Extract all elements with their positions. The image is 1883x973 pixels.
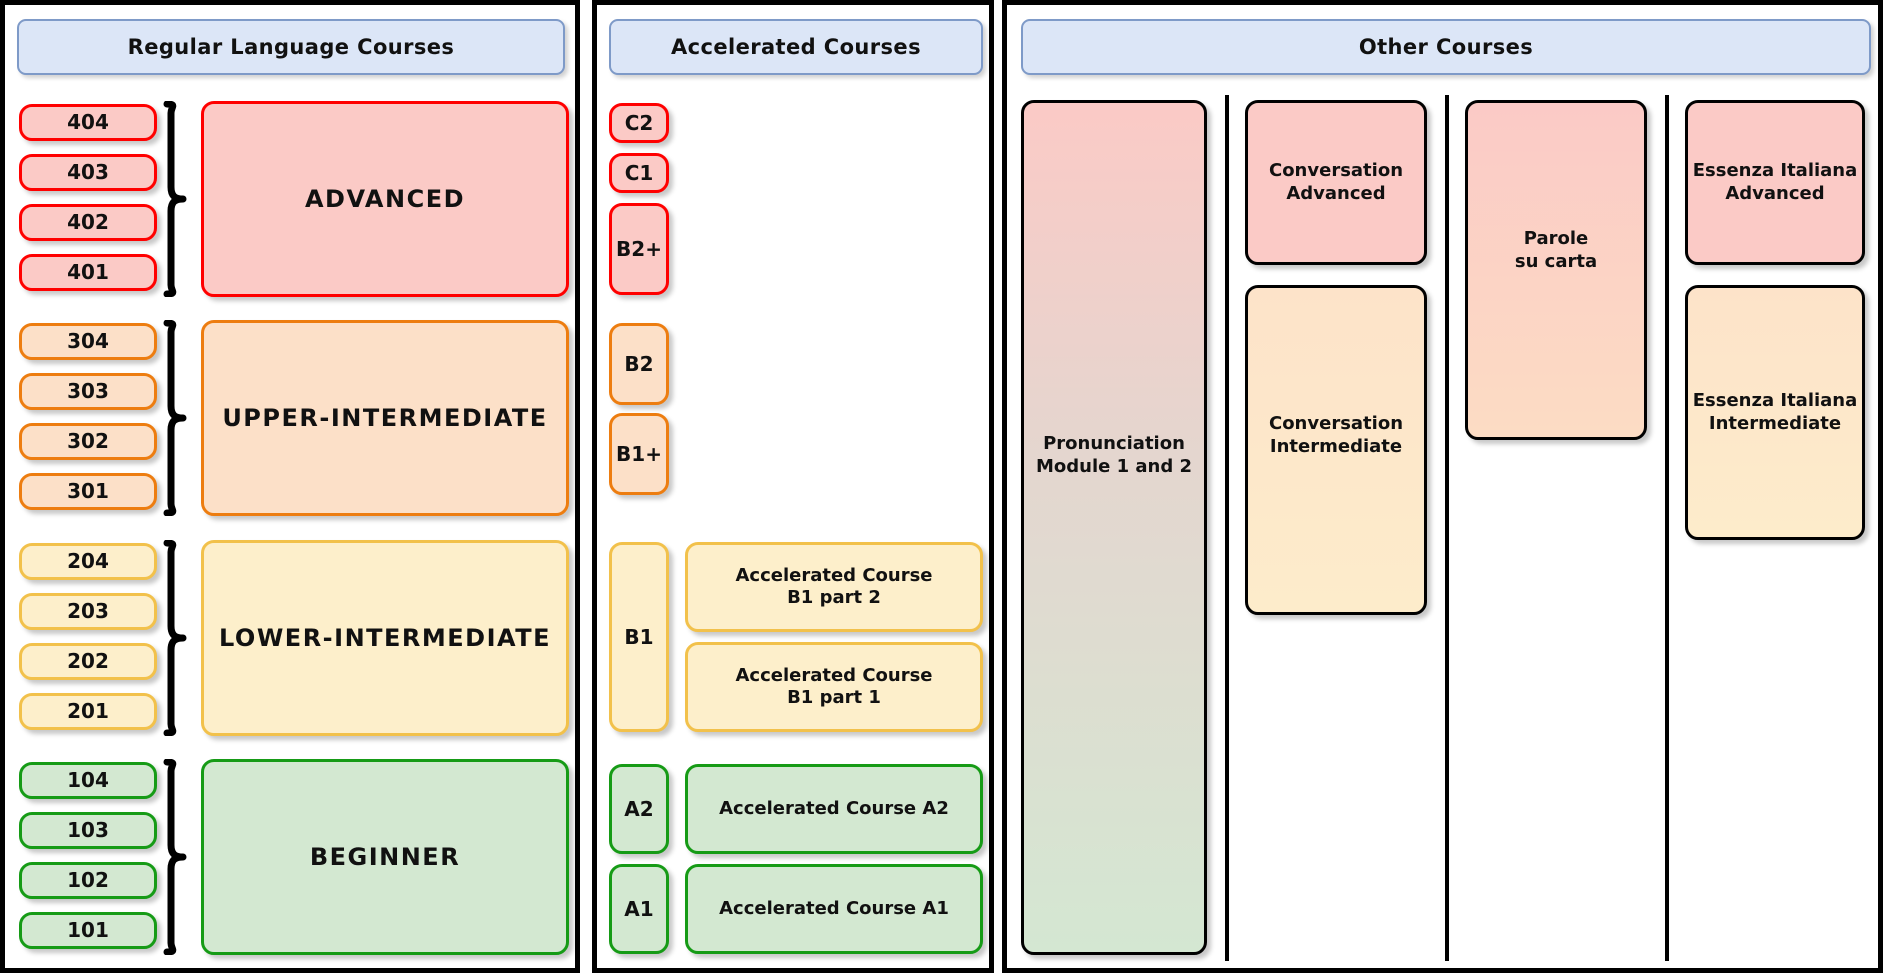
accelerated-course-b1-part-1[interactable]: Accelerated Course B1 part 1 [685, 642, 983, 732]
cefr-chip-b2plus[interactable]: B2+ [609, 203, 669, 295]
panel-title-accelerated: Accelerated Courses [609, 19, 983, 75]
brace-advanced [161, 101, 189, 297]
other-card-conversation-intermediate[interactable]: Conversation Intermediate [1245, 285, 1427, 615]
panel-title-other: Other Courses [1021, 19, 1871, 75]
other-card-pronunciation[interactable]: Pronunciation Module 1 and 2 [1021, 100, 1207, 955]
accelerated-course-a1[interactable]: Accelerated Course A1 [685, 864, 983, 954]
course-code-403[interactable]: 403 [19, 154, 157, 191]
course-code-301[interactable]: 301 [19, 473, 157, 510]
panel-title-regular: Regular Language Courses [17, 19, 565, 75]
cefr-chip-b1[interactable]: B1 [609, 542, 669, 732]
cefr-chip-b1plus[interactable]: B1+ [609, 413, 669, 495]
course-code-101[interactable]: 101 [19, 912, 157, 949]
panel-accelerated-courses: Accelerated Courses C2 C1 B2+ B2 B1+ B1 … [592, 0, 994, 973]
accelerated-course-a2[interactable]: Accelerated Course A2 [685, 764, 983, 854]
other-card-conversation-advanced[interactable]: Conversation Advanced [1245, 100, 1427, 265]
level-card-lower-intermediate[interactable]: LOWER-INTERMEDIATE [201, 540, 569, 736]
cefr-chip-c2[interactable]: C2 [609, 103, 669, 143]
level-card-beginner[interactable]: BEGINNER [201, 759, 569, 955]
course-code-401[interactable]: 401 [19, 254, 157, 291]
column-separator-2 [1445, 95, 1449, 961]
course-code-303[interactable]: 303 [19, 373, 157, 410]
course-code-203[interactable]: 203 [19, 593, 157, 630]
course-code-104[interactable]: 104 [19, 762, 157, 799]
column-separator-3 [1665, 95, 1669, 961]
level-card-advanced[interactable]: ADVANCED [201, 101, 569, 297]
other-card-parole-su-carta[interactable]: Parole su carta [1465, 100, 1647, 440]
course-code-302[interactable]: 302 [19, 423, 157, 460]
other-card-essenza-advanced[interactable]: Essenza Italiana Advanced [1685, 100, 1865, 265]
cefr-chip-b2[interactable]: B2 [609, 323, 669, 405]
column-separator-1 [1225, 95, 1229, 961]
brace-beginner [161, 759, 189, 955]
cefr-chip-a1[interactable]: A1 [609, 864, 669, 954]
course-code-202[interactable]: 202 [19, 643, 157, 680]
course-code-201[interactable]: 201 [19, 693, 157, 730]
accelerated-course-b1-part-2[interactable]: Accelerated Course B1 part 2 [685, 542, 983, 632]
brace-upper-intermediate [161, 320, 189, 516]
course-code-204[interactable]: 204 [19, 543, 157, 580]
course-code-103[interactable]: 103 [19, 812, 157, 849]
course-code-304[interactable]: 304 [19, 323, 157, 360]
level-card-upper-intermediate[interactable]: UPPER-INTERMEDIATE [201, 320, 569, 516]
panel-other-courses: Other Courses Pronunciation Module 1 and… [1002, 0, 1883, 973]
cefr-chip-a2[interactable]: A2 [609, 764, 669, 854]
brace-lower-intermediate [161, 540, 189, 736]
other-card-essenza-intermediate[interactable]: Essenza Italiana Intermediate [1685, 285, 1865, 540]
course-code-402[interactable]: 402 [19, 204, 157, 241]
panel-regular-language-courses: Regular Language Courses 404 403 402 401… [0, 0, 580, 973]
course-code-404[interactable]: 404 [19, 104, 157, 141]
course-code-102[interactable]: 102 [19, 862, 157, 899]
cefr-chip-c1[interactable]: C1 [609, 153, 669, 193]
